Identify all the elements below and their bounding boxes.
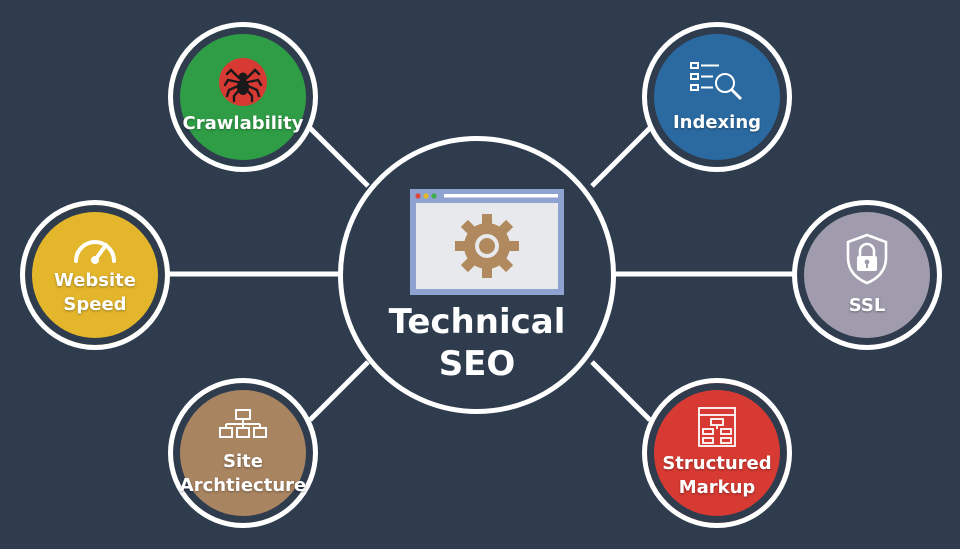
spider-icon	[219, 58, 267, 106]
site-architecture-label-line1: Site	[223, 451, 263, 472]
index-search-icon	[690, 62, 743, 101]
shield-lock-icon	[846, 233, 888, 285]
markup-document-icon	[698, 407, 736, 447]
speedometer-icon	[74, 240, 116, 264]
browser-gear-icon	[410, 189, 564, 295]
structured-markup-label-line2: Markup	[678, 477, 756, 498]
connector-structured-markup	[590, 360, 652, 422]
site-architecture-label-line2: Archtiecture	[179, 475, 307, 496]
technical-seo-hub: Technical SEO	[338, 136, 616, 414]
node-crawlability: Crawlability	[168, 22, 318, 172]
connector-crawlability	[308, 126, 370, 188]
crawlability-label: Crawlability	[182, 113, 304, 134]
ssl-label: SSL	[848, 295, 886, 316]
hub-title-line1: Technical	[388, 302, 566, 342]
hub-title-line2: SEO	[438, 344, 516, 384]
node-ssl: SSL	[792, 200, 942, 350]
structured-markup-label-line1: Structured	[662, 453, 772, 474]
connector-site-architecture	[308, 360, 370, 422]
website-speed-label-line1: Website	[53, 270, 136, 291]
indexing-label: Indexing	[672, 112, 762, 133]
node-site-architecture: Site Archtiecture	[168, 378, 318, 528]
connector-indexing	[590, 126, 652, 188]
node-structured-markup: Structured Markup	[642, 378, 792, 528]
sitemap-icon	[219, 409, 267, 438]
node-website-speed: Website Speed	[20, 200, 170, 350]
website-speed-label-line2: Speed	[63, 294, 127, 315]
node-indexing: Indexing	[642, 22, 792, 172]
